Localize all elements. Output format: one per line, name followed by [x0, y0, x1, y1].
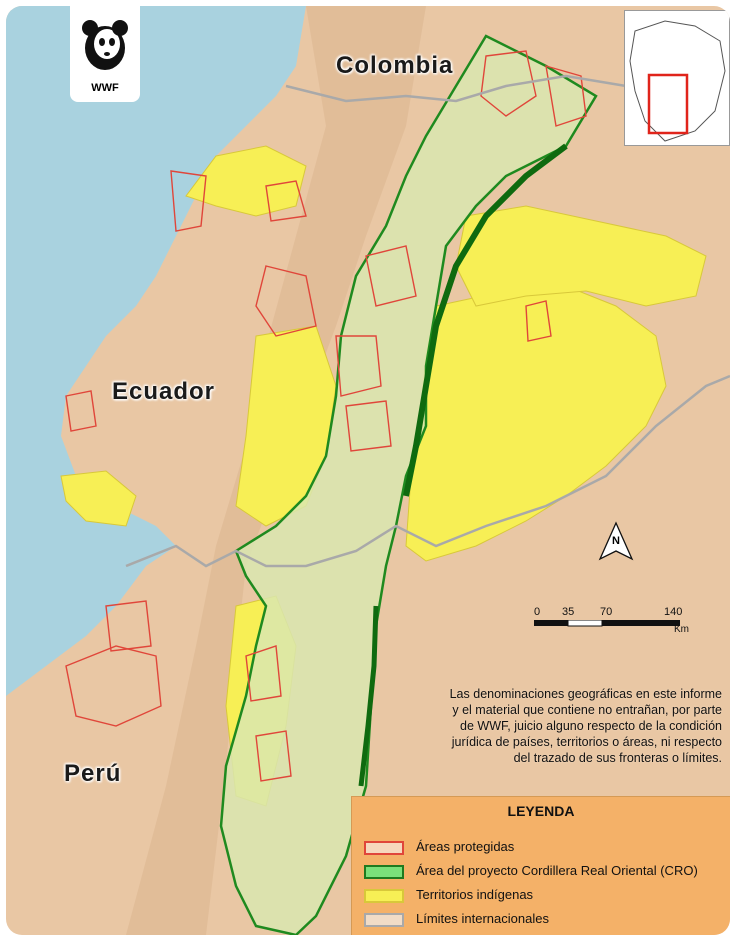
locator-inset-map — [624, 10, 730, 146]
legend-label: Límites internacionales — [416, 911, 549, 926]
cro-eastern-edge — [403, 143, 568, 497]
indigenous-territory-east — [405, 285, 667, 562]
protected-area — [480, 50, 537, 117]
disclaimer-line: de WWF, juicio alguno respecto de la con… — [460, 719, 722, 733]
border-ecuador-peru — [125, 374, 730, 568]
inset-highlight-box — [647, 73, 689, 135]
legend-swatch — [364, 865, 404, 879]
protected-area — [265, 180, 307, 222]
north-arrow-shape — [598, 521, 634, 561]
protected-area — [345, 400, 392, 452]
inset-landmass — [629, 20, 726, 142]
disclaimer-line: del trazado de sus fronteras o límites. — [513, 751, 722, 765]
legend-label: Área del proyecto Cordillera Real Orient… — [416, 863, 698, 878]
scale-tick: 0 — [534, 606, 541, 618]
protected-area — [525, 300, 552, 342]
north-arrow-icon: N — [596, 521, 636, 561]
panda-icon — [82, 20, 128, 70]
scale-unit: Km — [674, 624, 689, 635]
north-arrow-letter: N — [612, 535, 620, 547]
protected-area — [255, 265, 317, 337]
protected-area — [170, 170, 207, 232]
protected-area — [65, 645, 162, 727]
legend-title: LEYENDA — [507, 803, 575, 819]
protected-area — [105, 600, 152, 652]
legend-swatch — [364, 841, 404, 855]
scale-tick: 140 — [664, 606, 683, 618]
scale-bar: 0 35 70 140 Km — [526, 606, 706, 646]
logo-text: WWF — [91, 82, 119, 94]
disclaimer-text: Las denominaciones geográficas en este i… — [386, 686, 722, 766]
legend-label: Áreas protegidas — [416, 839, 515, 854]
protected-area — [335, 335, 382, 397]
indigenous-territory-west — [185, 145, 307, 217]
legend-swatch — [364, 889, 404, 903]
wwf-logo: WWF — [70, 6, 140, 102]
cro-southern-edge — [358, 605, 379, 787]
legend-label: Territorios indígenas — [416, 887, 534, 902]
disclaimer-line: jurídica de países, territorios o áreas,… — [451, 735, 722, 749]
protected-area — [365, 245, 417, 307]
legend-swatch — [364, 913, 404, 927]
indigenous-territory-coast — [60, 470, 137, 527]
inset-canvas — [629, 20, 726, 142]
legend-panel: LEYENDA Áreas protegidas Área del proyec… — [351, 796, 730, 935]
protected-areas — [65, 50, 587, 782]
country-label-colombia: Colombia — [336, 52, 454, 79]
protected-area — [545, 65, 587, 127]
map-canvas — [6, 6, 730, 935]
scale-bar-segments — [534, 620, 680, 627]
pacific-ocean — [6, 6, 306, 696]
scale-tick: 70 — [600, 606, 613, 618]
protected-area — [255, 730, 292, 782]
scale-tick: 35 — [562, 606, 575, 618]
protected-area — [65, 390, 97, 432]
country-label-peru: Perú — [64, 760, 122, 787]
protected-area — [245, 645, 282, 702]
disclaimer-line: Las denominaciones geográficas en este i… — [449, 687, 722, 701]
country-label-ecuador: Ecuador — [112, 378, 216, 405]
disclaimer-line: y el material que contiene no entrañan, … — [452, 703, 722, 717]
indigenous-territory-north — [455, 205, 707, 307]
cro-project-area — [219, 34, 598, 935]
map-frame: WWF Colombia Ecuador Perú N 0 35 70 140 … — [6, 6, 730, 935]
